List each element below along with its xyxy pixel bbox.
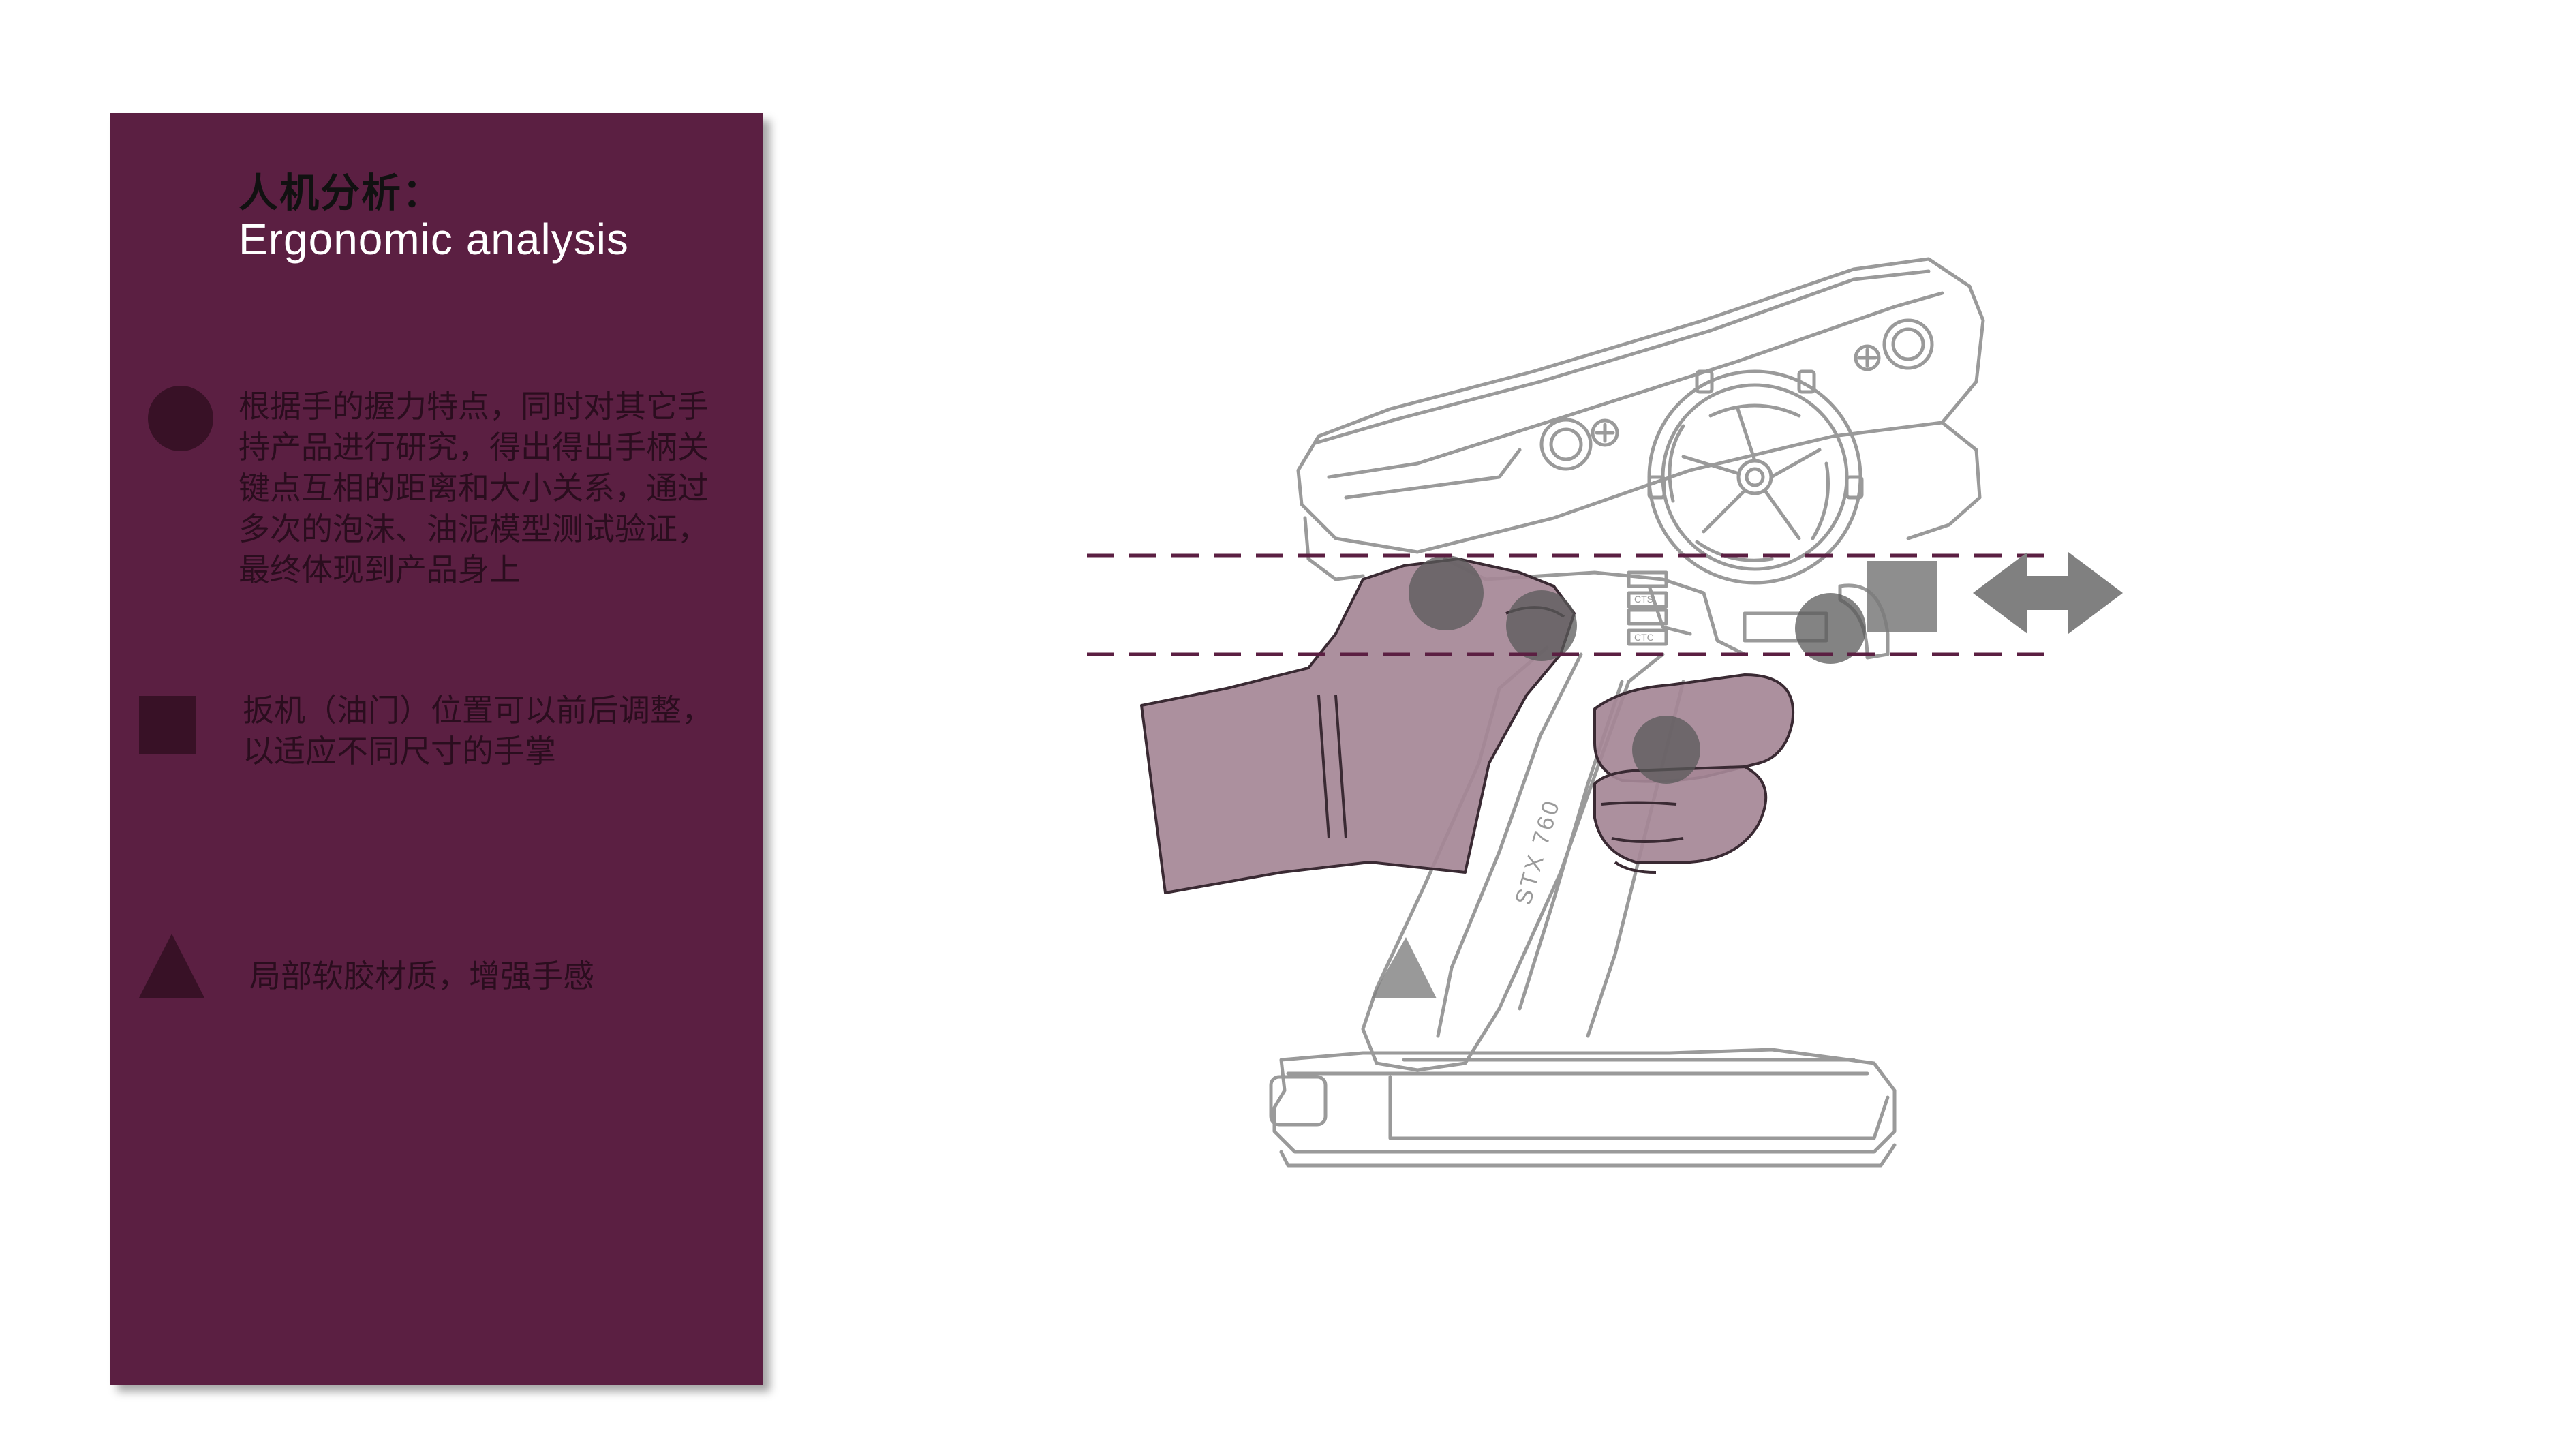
controller-head	[1296, 257, 1985, 554]
soft-rubber-marker-triangle	[1371, 937, 1437, 998]
trigger-marker-square	[1867, 561, 1937, 632]
grip-point-3	[1795, 593, 1866, 664]
hand-palm	[1140, 558, 1576, 894]
page-title-cn: 人机分析：	[239, 170, 444, 216]
info-panel	[110, 113, 763, 1385]
button-label-1: CTS	[1634, 594, 1653, 605]
grip-circle-icon	[148, 386, 213, 451]
adjust-double-arrow-icon	[1973, 552, 2123, 634]
soft-rubber-triangle-icon	[139, 934, 204, 998]
legend-text-rubber: 局部软胶材质，增强手感	[249, 958, 594, 994]
grip-markers	[1409, 555, 1866, 784]
controller-base	[1272, 1048, 1897, 1154]
page-title-en: Ergonomic analysis	[239, 215, 629, 264]
trigger-square-icon	[139, 696, 196, 754]
button-label-2: CTC	[1634, 632, 1654, 643]
hand-finger-lower	[1593, 765, 1768, 864]
grip-point-4	[1632, 716, 1700, 784]
grip-point-1	[1409, 555, 1484, 630]
grip-point-2	[1506, 590, 1577, 661]
legend-text-grip: 根据手的握力特点，同时对其它手 持产品进行研究，得出得出手柄关 键点互相的距离和…	[239, 388, 709, 588]
legend-text-trigger: 扳机（油门）位置可以前后调整， 以适应不同尺寸的手掌	[243, 692, 713, 769]
